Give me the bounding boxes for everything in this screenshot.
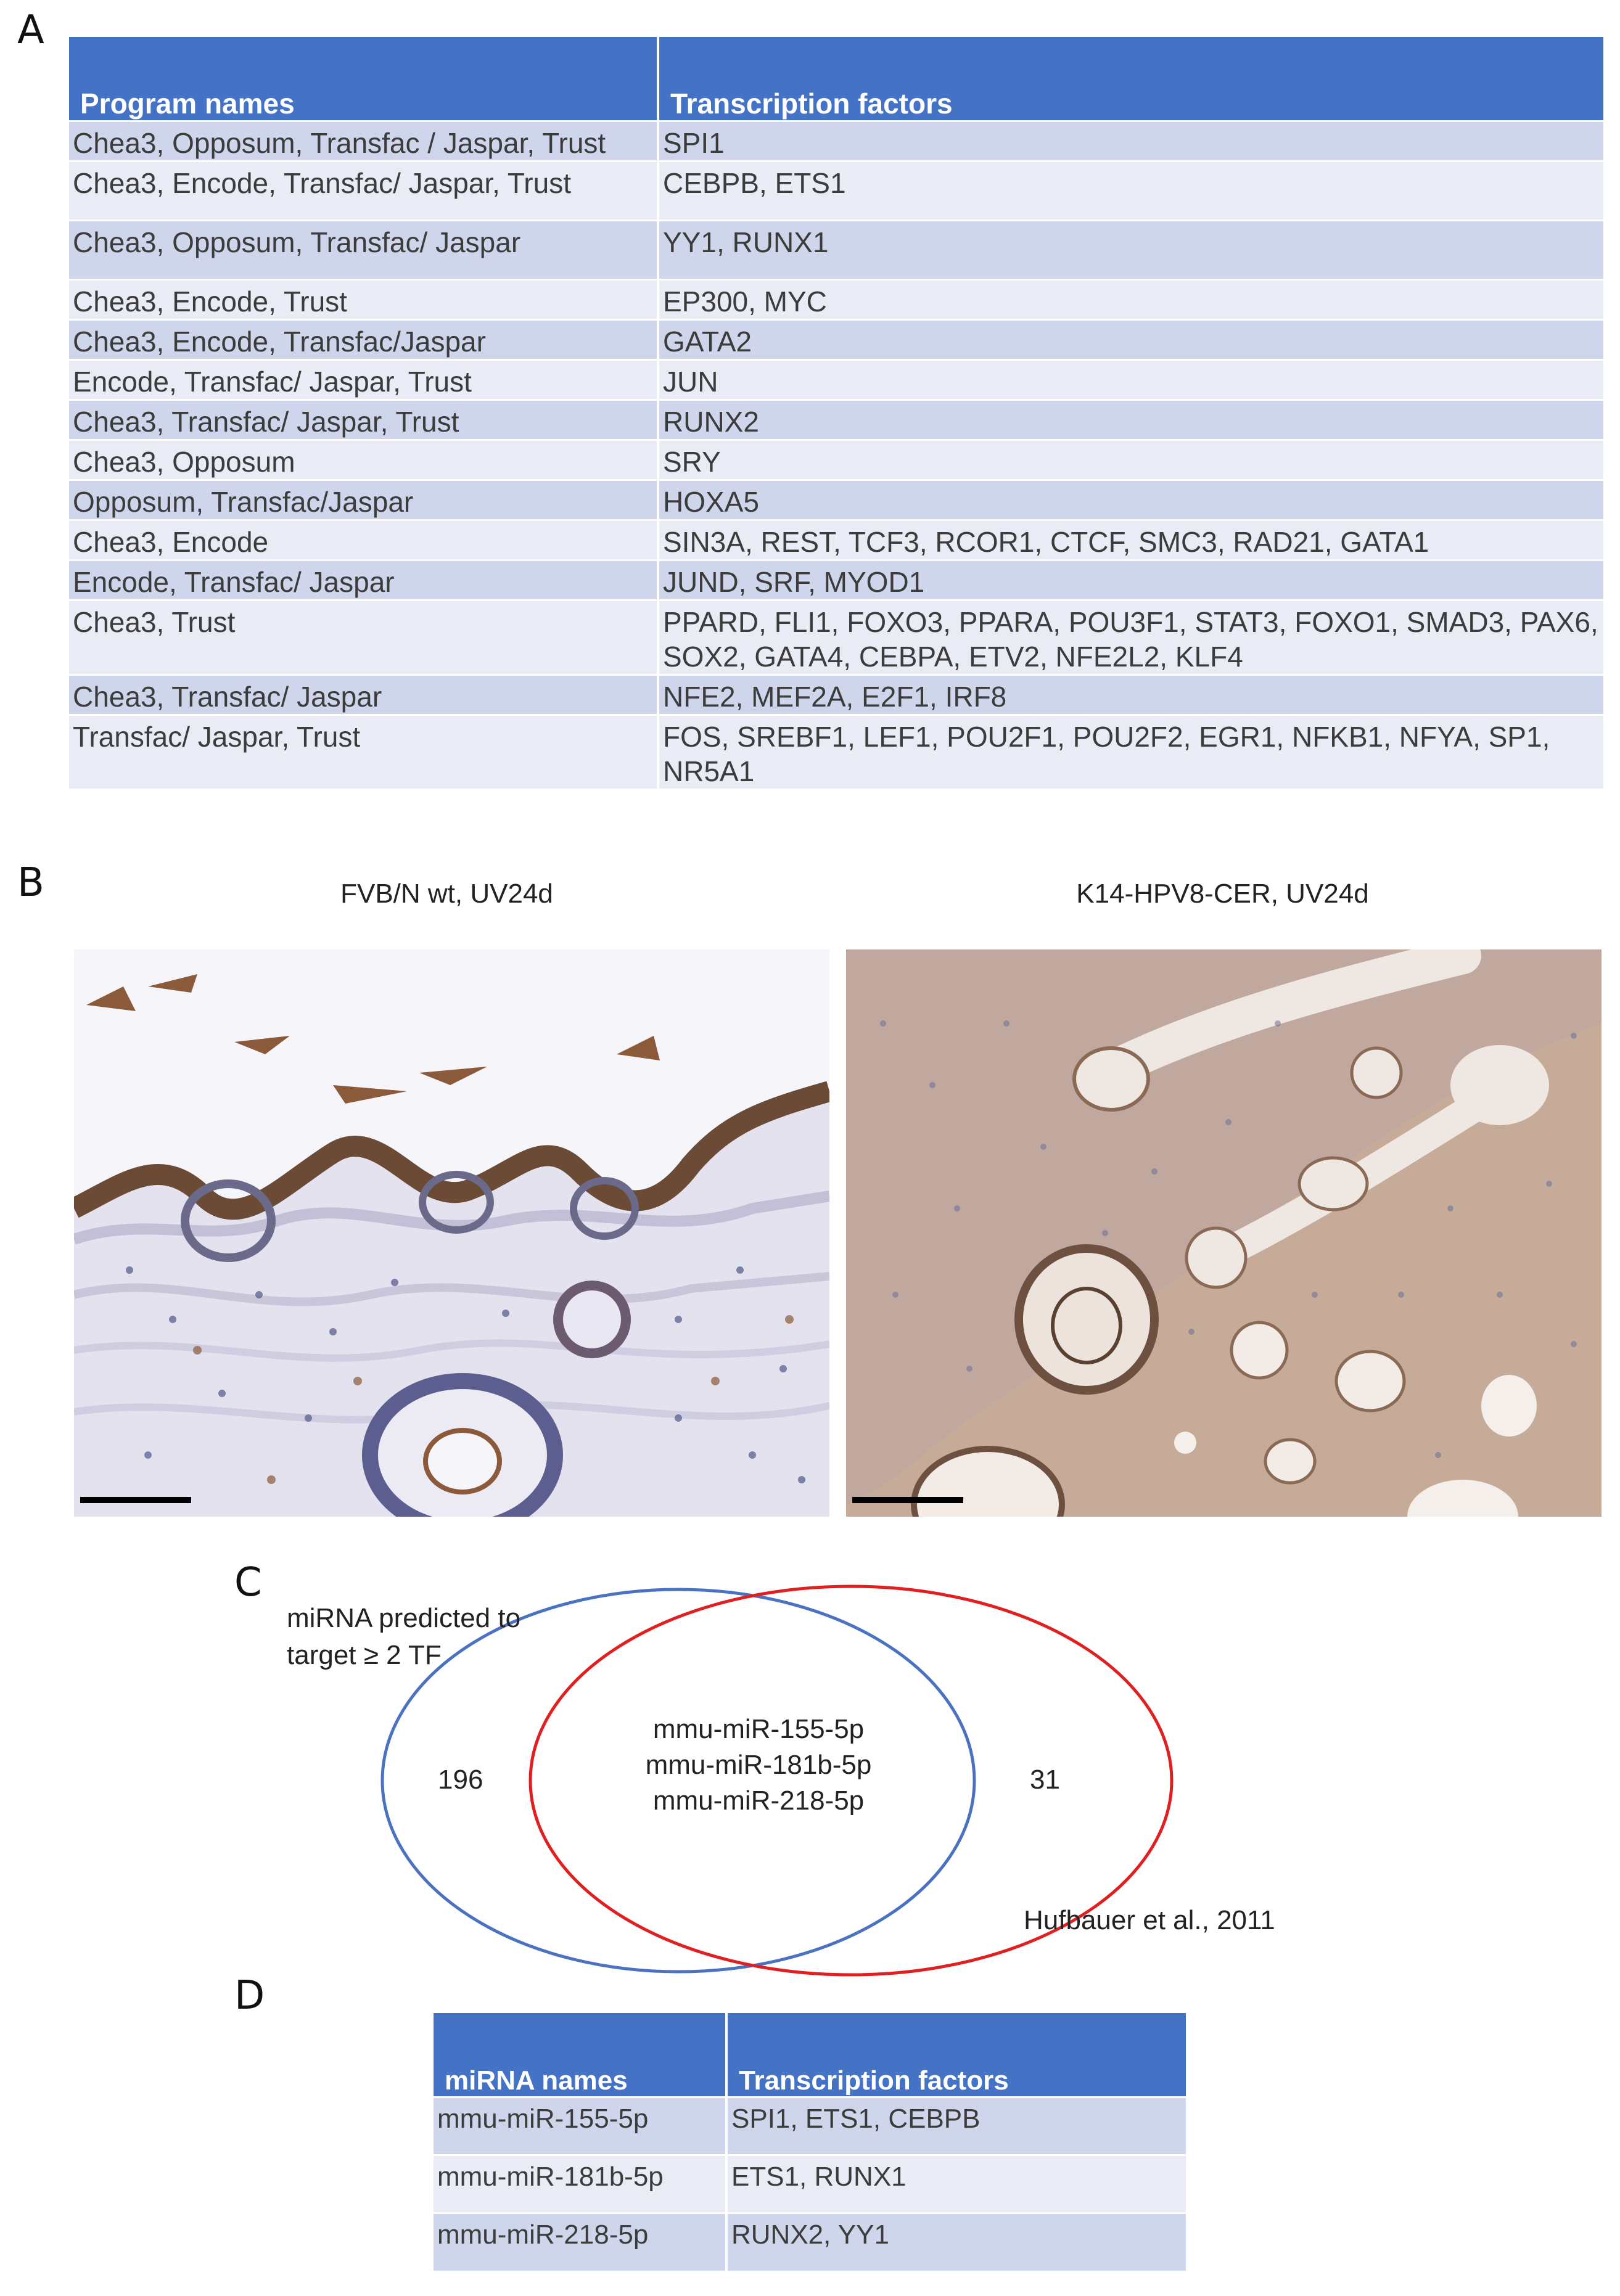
transcription-factors-cell: SIN3A, REST, TCF3, RCOR1, CTCF, SMC3, RA… [658,519,1603,560]
venn-right-label: Hufbauer et al., 2011 [1024,1905,1275,1935]
program-names-cell: Opposum, Transfac/Jaspar [69,478,659,520]
panel-label-a: A [17,7,44,53]
program-names-cell: Chea3, Opposum, Transfac / Jaspar, Trust [69,120,659,161]
program-names-cell: Chea3, Encode, Transfac/ Jaspar, Trust [69,160,659,220]
program-names-cell: Encode, Transfac/ Jaspar [69,559,659,600]
program-names-cell: Chea3, Encode [69,519,659,560]
transcription-factors-cell: RUNX2 [658,398,1603,440]
transcription-factors-cell: PPARD, FLI1, FOXO3, PPARA, POU3F1, STAT3… [658,599,1603,674]
transcription-factors-cell: SPI1 [658,120,1603,161]
transcription-factors-cell: SPI1, ETS1, CEBPB [726,2096,1186,2155]
column-header-program-names: Program names [69,37,659,121]
transcription-factors-cell: FOS, SREBF1, LEF1, POU2F1, POU2F2, EGR1,… [658,713,1603,789]
panel-label-c: C [234,1560,262,1605]
mirna-table: miRNA names Transcription factors mmu-mi… [434,2013,1186,2271]
program-names-cell: Chea3, Encode, Transfac/Jaspar [69,318,659,359]
transcription-factors-cell: GATA2 [658,318,1603,359]
venn-left-count: 196 [438,1765,483,1795]
panel-label-d: D [234,1973,265,2019]
transcription-factors-cell: NFE2, MEF2A, E2F1, IRF8 [658,673,1603,715]
venn-overlap-item-1: mmu-miR-155-5p [652,1714,865,1744]
mirna-name-cell: mmu-miR-155-5p [434,2096,728,2155]
program-names-cell: Chea3, Encode, Trust [69,278,659,319]
transcription-factors-cell: YY1, RUNX1 [658,219,1603,279]
program-names-cell: Transfac/ Jaspar, Trust [69,713,659,789]
transcription-factors-cell: JUND, SRF, MYOD1 [658,559,1603,600]
transcription-factors-cell: EP300, MYC [658,278,1603,319]
transcription-factors-cell: ETS1, RUNX1 [726,2154,1186,2213]
program-names-cell: Chea3, Opposum, Transfac/ Jaspar [69,219,659,279]
micrograph-caption-right: K14-HPV8-CER, UV24d [1076,879,1369,909]
column-header-transcription-factors: Transcription factors [726,2013,1186,2097]
transcription-factors-cell: SRY [658,438,1603,480]
venn-overlap-item-2: mmu-miR-181b-5p [645,1750,872,1780]
mirna-name-cell: mmu-miR-181b-5p [434,2154,728,2213]
transcription-factors-cell: JUN [658,358,1603,400]
venn-left-ellipse [380,1588,976,1974]
venn-right-count: 31 [1030,1765,1060,1795]
venn-overlap-item-3: mmu-miR-218-5p [652,1786,865,1816]
program-names-cell: Chea3, Transfac/ Jaspar, Trust [69,398,659,440]
micrograph-caption-left: FVB/N wt, UV24d [340,879,553,909]
transcription-factor-table: Program names Transcription factors Chea… [69,37,1603,789]
transcription-factors-cell: HOXA5 [658,478,1603,520]
mirna-name-cell: mmu-miR-218-5p [434,2212,728,2271]
transcription-factors-cell: RUNX2, YY1 [726,2212,1186,2271]
column-header-transcription-factors: Transcription factors [658,37,1603,121]
micrograph-wild-type [74,949,829,1517]
program-names-cell: Chea3, Trust [69,599,659,674]
table-row: Chea3, Opposum, Transfac / Jaspar, Trust… [69,120,1603,161]
micrograph-transgenic [846,949,1601,1517]
venn-left-label-line2: target ≥ 2 TF [287,1640,442,1670]
program-names-cell: Chea3, Transfac/ Jaspar [69,673,659,715]
venn-right-ellipse [528,1585,1174,1977]
venn-left-label-line1: miRNA predicted to [287,1603,521,1633]
program-names-cell: Chea3, Opposum [69,438,659,480]
program-names-cell: Encode, Transfac/ Jaspar, Trust [69,358,659,400]
transcription-factors-cell: CEBPB, ETS1 [658,160,1603,220]
column-header-mirna-names: miRNA names [434,2013,728,2097]
table-body: Chea3, Opposum, Transfac / Jaspar, Trust… [69,120,1603,789]
panel-label-b: B [17,860,44,906]
